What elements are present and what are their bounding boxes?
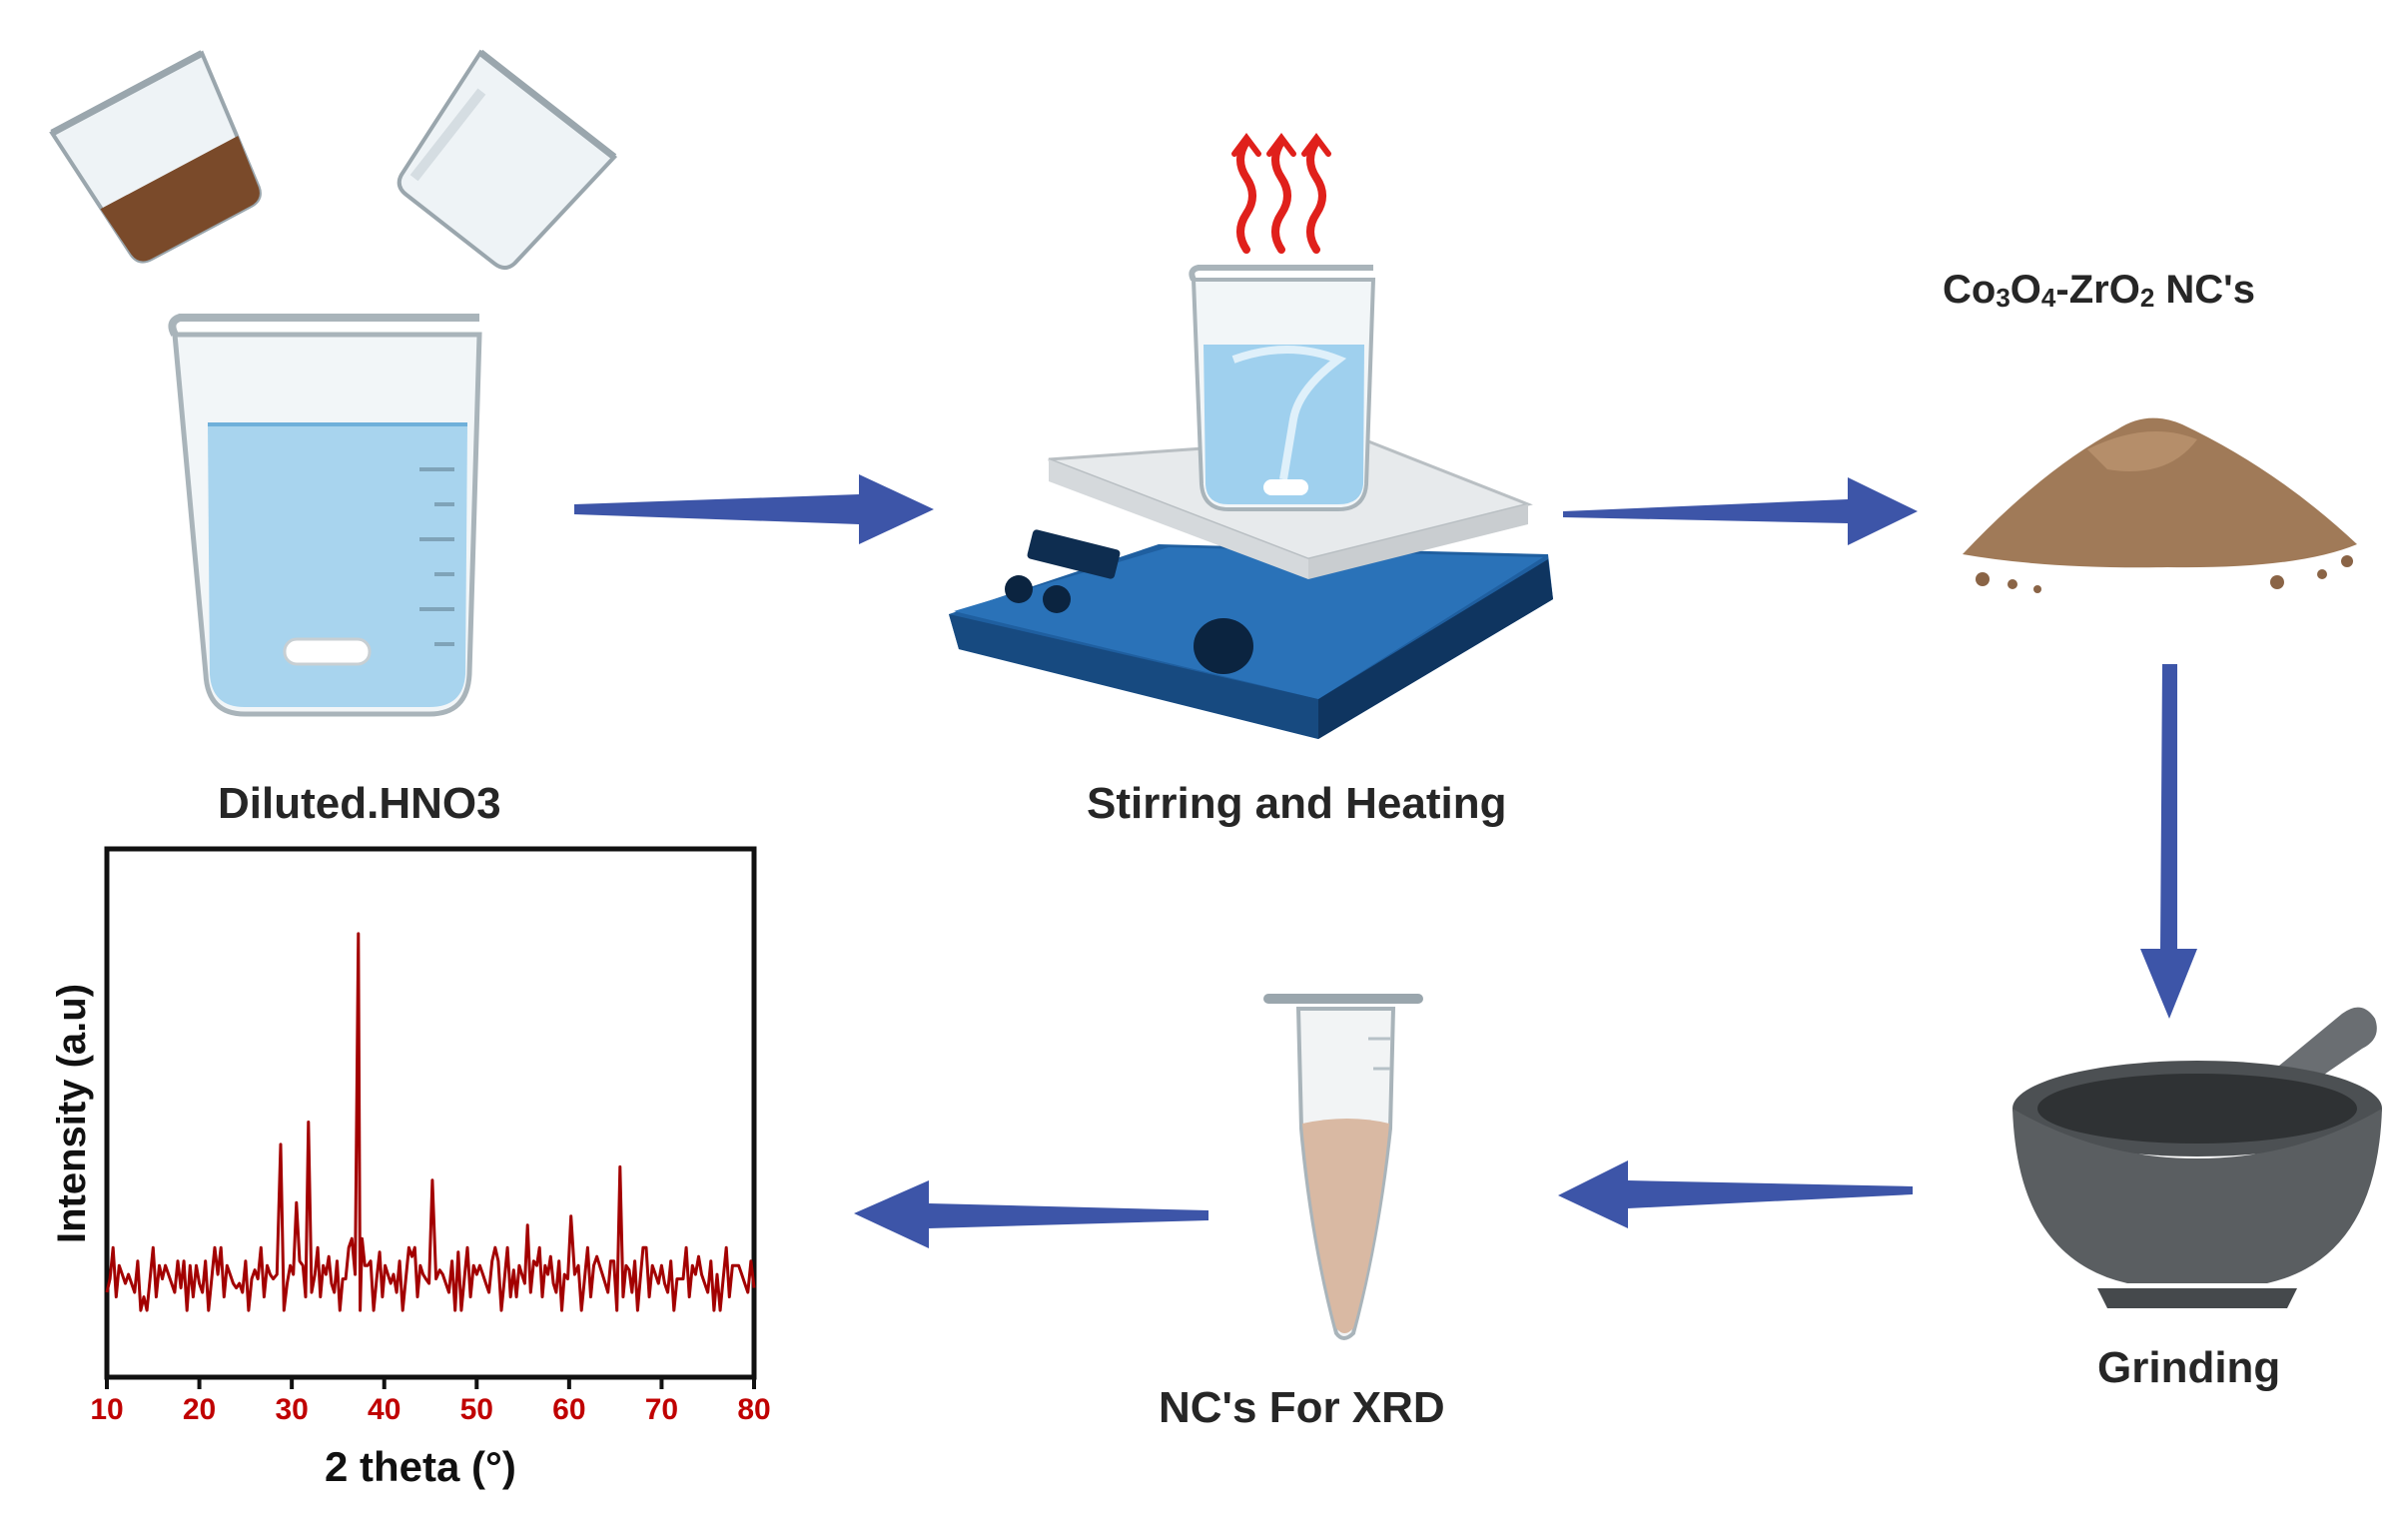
formula-co: Co — [1943, 268, 1997, 312]
formula-o-sub: 4 — [2040, 283, 2056, 313]
xrd-x-tick-label: 30 — [275, 1393, 309, 1426]
pouring-beaker-empty-icon — [397, 49, 618, 271]
xrd-y-axis-label: Intensity (a.u) — [50, 983, 94, 1243]
xrd-x-tick-label: 70 — [644, 1393, 679, 1426]
pouring-beaker-brown-icon — [49, 50, 262, 264]
xrd-series-line — [105, 932, 756, 1312]
xrd-sample-tube-icon — [1263, 994, 1423, 1340]
xrd-x-tick-label: 60 — [552, 1393, 586, 1426]
formula-co-sub: 3 — [1996, 283, 2010, 313]
label-product-formula: Co3O4-ZrO2 NC's — [1943, 268, 2255, 313]
beaker-hno3-icon — [168, 314, 482, 717]
xrd-x-tick-label: 50 — [459, 1393, 493, 1426]
xrd-x-axis-label: 2 theta (°) — [325, 1443, 516, 1490]
heat-waves-icon — [1231, 133, 1331, 254]
xrd-plot-frame — [104, 846, 757, 1380]
xrd-x-tick-label: 10 — [90, 1393, 124, 1426]
arrow-left-1 — [1558, 1160, 1913, 1228]
label-nc-for-xrd: NC's For XRD — [1159, 1383, 1445, 1432]
arrow-right-2 — [1563, 477, 1918, 545]
arrow-right-1 — [574, 474, 934, 544]
powder-pile-icon — [1963, 417, 2357, 593]
xrd-chart — [104, 846, 757, 1389]
xrd-x-tick-label: 20 — [182, 1393, 217, 1426]
beaker-on-hotplate-icon — [1189, 265, 1376, 511]
formula-zr-sub: 2 — [2139, 283, 2155, 313]
formula-o: O — [2009, 268, 2041, 312]
arrow-down — [2140, 664, 2197, 1019]
label-grinding: Grinding — [2097, 1343, 2281, 1392]
label-diluted-hno3: Diluted.HNO3 — [218, 779, 501, 828]
xrd-x-tick-label: 40 — [368, 1393, 401, 1426]
arrow-left-2 — [854, 1180, 1208, 1248]
mortar-pestle-icon — [2012, 1007, 2382, 1308]
xrd-x-ticks — [105, 1377, 756, 1389]
formula-nc: NC's — [2154, 268, 2255, 312]
flow-arrows — [574, 474, 2197, 1248]
xrd-x-tick-label: 80 — [737, 1393, 771, 1426]
label-stirring-heating: Stirring and Heating — [1087, 779, 1507, 828]
formula-zr: -ZrO — [2055, 268, 2140, 312]
